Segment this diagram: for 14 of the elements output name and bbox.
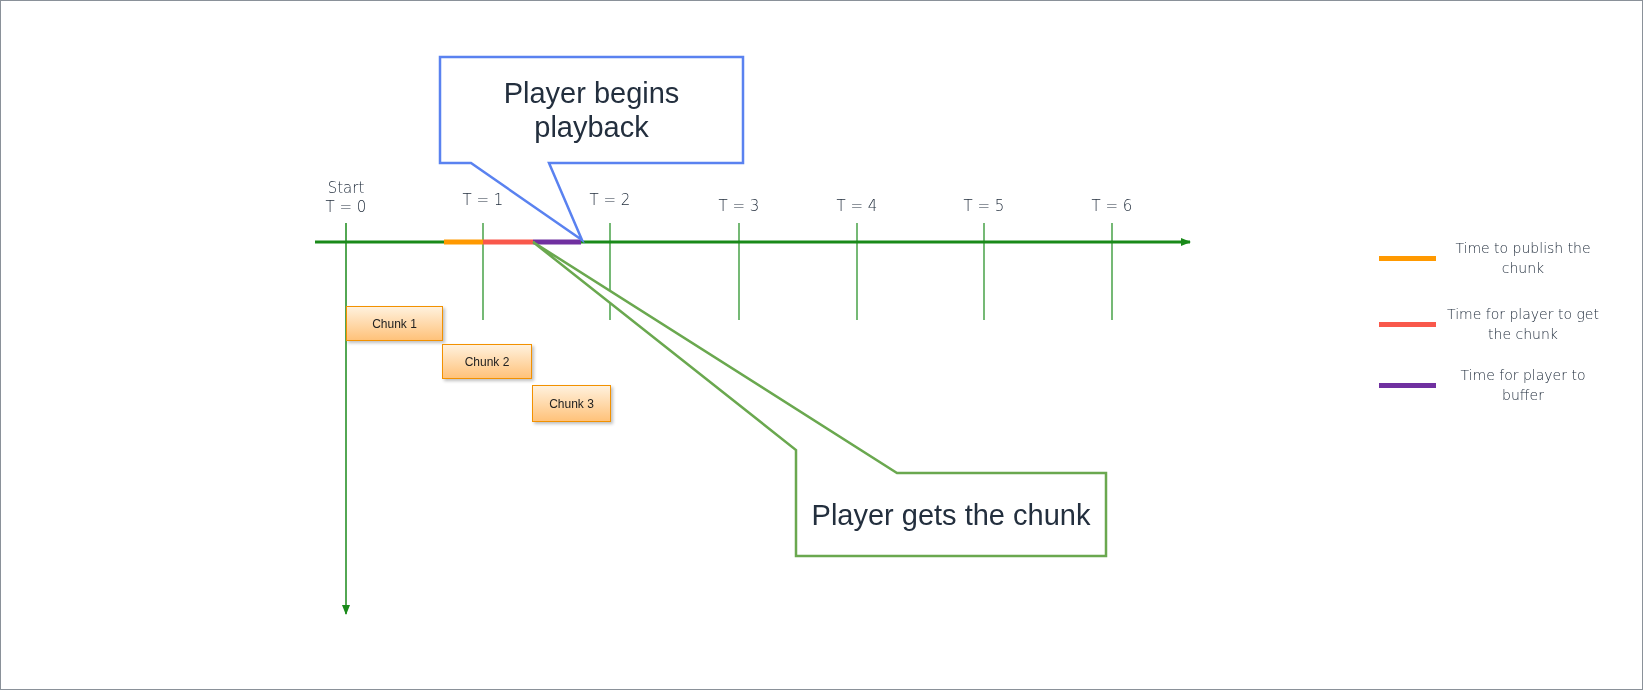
legend-text: Time for player to buffer xyxy=(1459,366,1587,405)
time-label: Start xyxy=(326,179,366,198)
chunk-box: Chunk 3 xyxy=(532,385,611,422)
chunk-box: Chunk 1 xyxy=(346,306,443,341)
time-label: T = 5 xyxy=(962,197,1006,216)
chunk-box: Chunk 2 xyxy=(442,344,532,379)
legend-text: Time for player to get the chunk xyxy=(1446,305,1600,344)
time-label: T = 1 xyxy=(461,191,505,210)
time-label: T = 6 xyxy=(1090,197,1134,216)
legend-text: Time to publish the chunk xyxy=(1454,239,1592,278)
time-label: T = 4 xyxy=(835,197,879,216)
time-label: T = 0 xyxy=(324,198,368,217)
time-label: T = 2 xyxy=(588,191,632,210)
time-label: T = 3 xyxy=(717,197,761,216)
